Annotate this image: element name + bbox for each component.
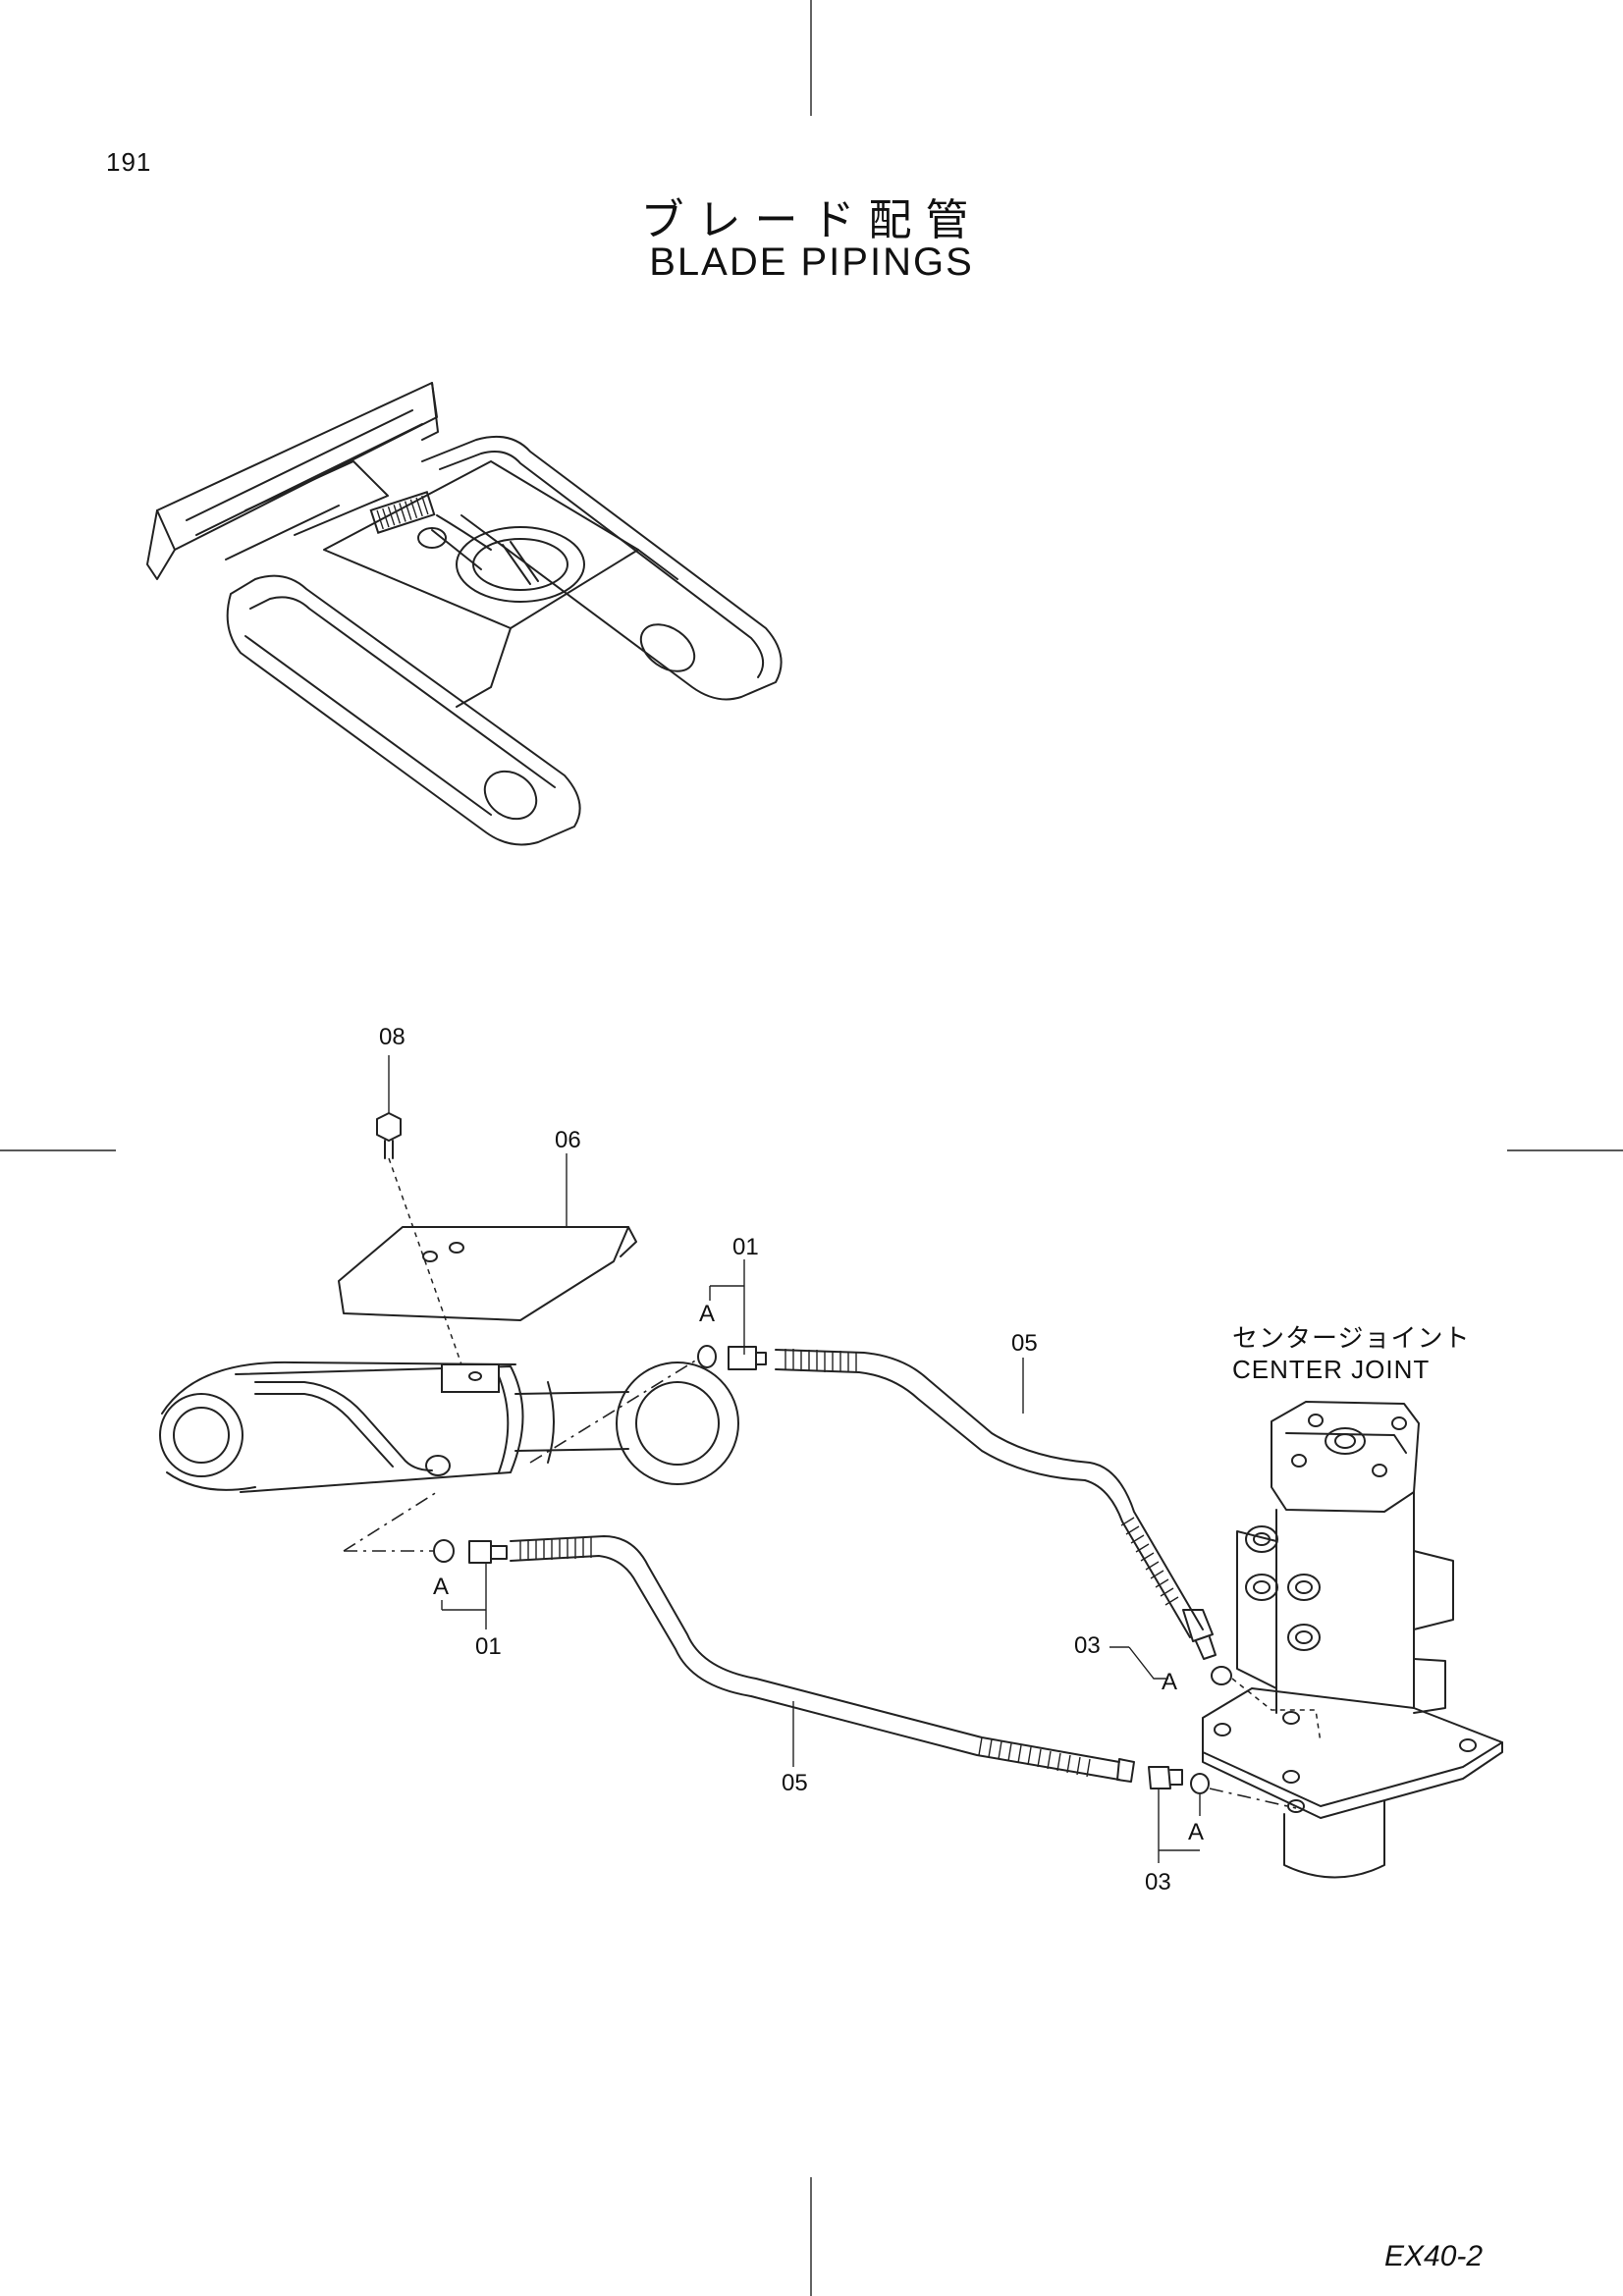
fitting-group-03 — [1109, 1646, 1297, 1863]
callout-05-top: 05 — [1011, 1330, 1038, 1357]
center-joint-label-en: CENTER JOINT — [1232, 1355, 1431, 1384]
callout-01-bottom: 01 — [475, 1633, 502, 1660]
hose-05-bottom — [510, 1535, 1135, 1783]
callout-05-bottom: 05 — [782, 1770, 808, 1796]
fitting-group-bottom — [343, 1491, 508, 1629]
callout-03-top: 03 — [1074, 1632, 1101, 1659]
undercarriage-overview — [146, 382, 783, 846]
callout-01-top: 01 — [732, 1234, 759, 1260]
callout-a-3: A — [1162, 1669, 1178, 1695]
page-title-jp: ブレード配管 — [640, 195, 983, 245]
blade-cylinder — [159, 1361, 739, 1493]
hose-05-top — [775, 1349, 1217, 1660]
callout-a-4: A — [1188, 1819, 1205, 1845]
fitting-group-top — [529, 1259, 767, 1464]
callout-08: 08 — [379, 1024, 406, 1050]
callout-a-2: A — [433, 1574, 450, 1600]
callout-03-bottom: 03 — [1145, 1869, 1171, 1896]
center-joint-label-jp: センタージョイント — [1232, 1324, 1471, 1354]
cover-plate — [338, 1226, 637, 1321]
callout-06: 06 — [555, 1127, 581, 1153]
bolt-08 — [376, 1055, 462, 1365]
model-code: EX40-2 — [1384, 2240, 1484, 2272]
page-number: 191 — [106, 147, 152, 177]
callout-a-1: A — [699, 1301, 716, 1327]
center-joint — [1202, 1401, 1503, 1879]
page-title-en: BLADE PIPINGS — [649, 240, 974, 284]
